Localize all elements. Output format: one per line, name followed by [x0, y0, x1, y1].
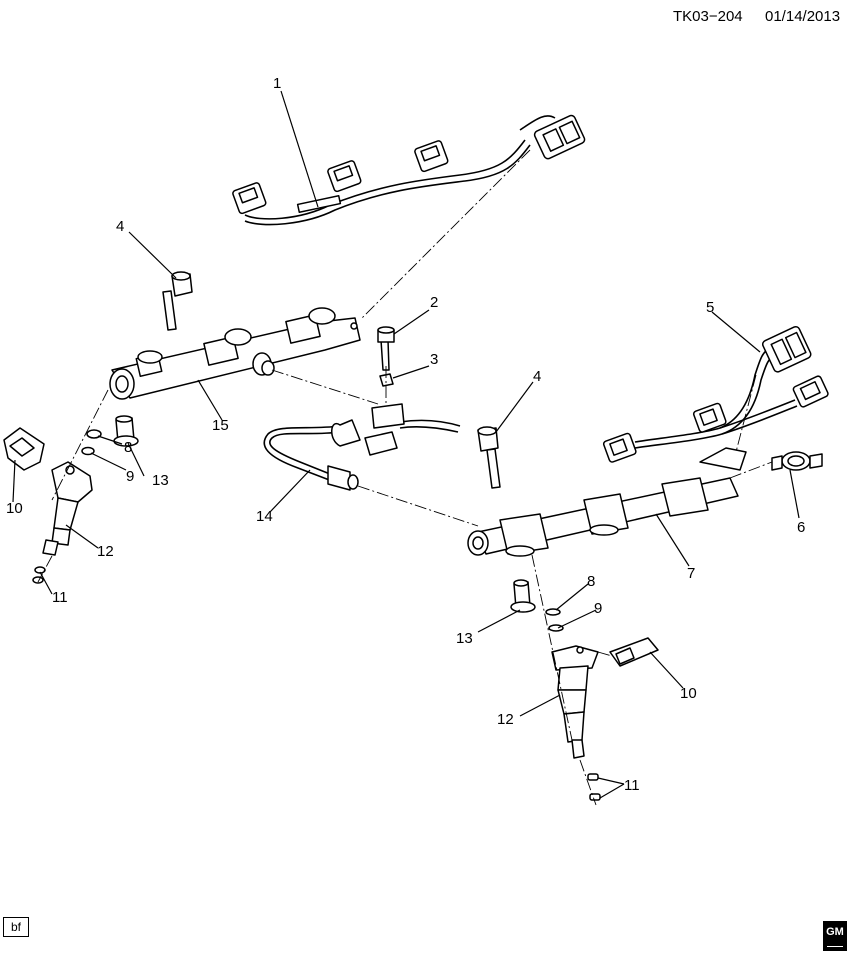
callout-8-right: 8	[587, 573, 595, 590]
fuel-pressure-sensor[interactable]	[771, 451, 823, 471]
injector-connector-right[interactable]	[609, 637, 659, 667]
callout-10-left: 10	[6, 500, 23, 517]
fuel-injector-right[interactable]	[551, 645, 599, 759]
injector-wiring-harness-upper[interactable]	[232, 114, 586, 226]
callout-leaders	[12, 90, 800, 799]
callout-4-right: 4	[533, 368, 541, 385]
fuel-rail-left[interactable]	[109, 307, 361, 400]
injector-retainer-clips-right[interactable]	[587, 773, 601, 801]
callout-3: 3	[430, 351, 438, 368]
fuel-injector-o-ring-right[interactable]	[548, 624, 564, 632]
fuel-injector-o-ring-left[interactable]	[81, 446, 95, 456]
callout-10-right: 10	[680, 685, 697, 702]
fuel-rail-right[interactable]	[467, 477, 739, 557]
fuel-injector-left[interactable]	[42, 461, 93, 556]
injector-connector-left[interactable]	[3, 427, 45, 471]
callout-11-left: 11	[52, 589, 68, 606]
callout-2: 2	[430, 294, 438, 311]
injector-spacer-right[interactable]	[510, 579, 536, 613]
callout-12-left: 12	[97, 543, 114, 560]
fuel-injector-seal-upper-right[interactable]	[545, 608, 561, 616]
diagram-id: TK03−204	[673, 8, 743, 25]
callout-13-right: 13	[456, 630, 473, 647]
callout-12-right: 12	[497, 711, 514, 728]
fuel-rail-bolt-left[interactable]	[162, 271, 193, 331]
callout-1: 1	[273, 75, 281, 92]
injector-retainer-clips-left[interactable]	[32, 566, 46, 584]
gm-logo-text: GM	[826, 926, 844, 938]
assembly-guide-lines	[37, 149, 773, 806]
fuel-rail-bolt-right[interactable]	[477, 426, 501, 489]
gm-logo: GM	[823, 921, 847, 951]
fuel-injector-seal-upper-left[interactable]	[86, 429, 102, 439]
callout-11-right: 11	[624, 777, 640, 794]
callout-labels: 1 2 3 4 4 5 6 7 8 8 9 9 10 10 11 11 12 1…	[6, 75, 805, 794]
callout-5: 5	[706, 299, 714, 316]
crossover-pipe-nut[interactable]	[379, 373, 394, 387]
callout-14: 14	[256, 508, 273, 525]
diagram-date: 01/14/2013	[765, 8, 840, 25]
callout-15: 15	[212, 417, 229, 434]
crossover-pipe-bolt[interactable]	[377, 326, 395, 371]
callout-4-left: 4	[116, 218, 124, 235]
callout-6: 6	[797, 519, 805, 536]
callout-8-left: 8	[124, 439, 132, 456]
fuel-crossover-pipe[interactable]	[263, 403, 461, 491]
callout-7: 7	[687, 565, 695, 582]
callout-9-left: 9	[126, 468, 134, 485]
illustrator-code-box: bf	[3, 917, 29, 937]
callout-9-right: 9	[594, 600, 602, 617]
callout-13-left: 13	[152, 472, 169, 489]
injector-wiring-harness-lower[interactable]	[602, 325, 829, 471]
